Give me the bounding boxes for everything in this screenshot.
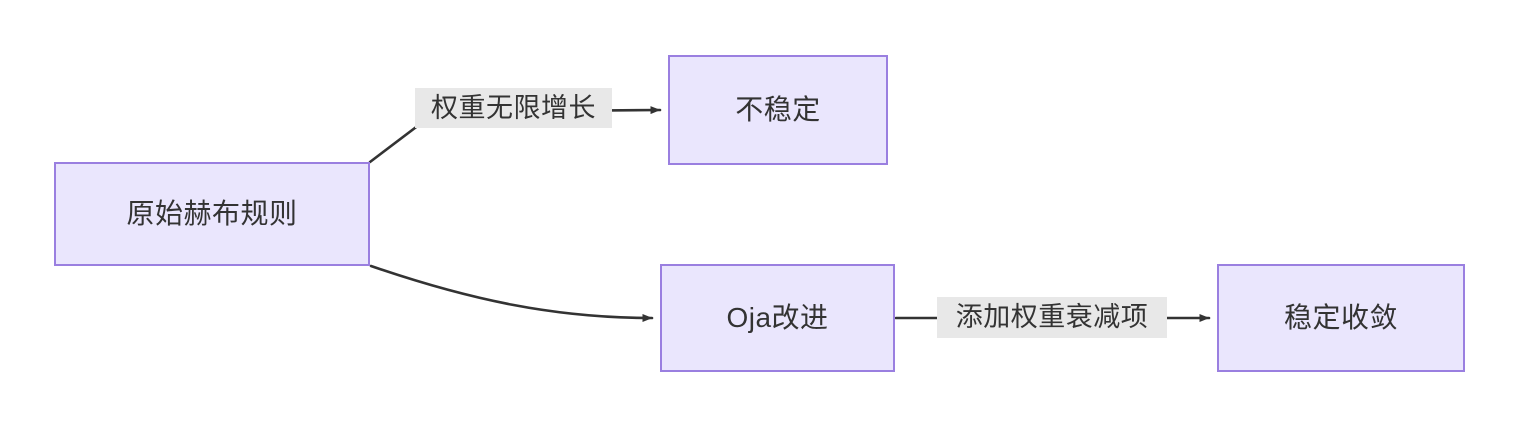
node-unstable[interactable]: 不稳定 bbox=[668, 55, 888, 165]
node-stable-convergence[interactable]: 稳定收敛 bbox=[1217, 264, 1465, 372]
node-original-hebb-rule[interactable]: 原始赫布规则 bbox=[54, 162, 370, 266]
node-oja-improvement[interactable]: Oja改进 bbox=[660, 264, 895, 372]
edge-label-add-weight-decay-term: 添加权重衰减项 bbox=[937, 297, 1167, 338]
edge-label-weight-unbounded-growth: 权重无限增长 bbox=[415, 88, 612, 128]
edge-hebb-to-oja bbox=[369, 264, 654, 322]
